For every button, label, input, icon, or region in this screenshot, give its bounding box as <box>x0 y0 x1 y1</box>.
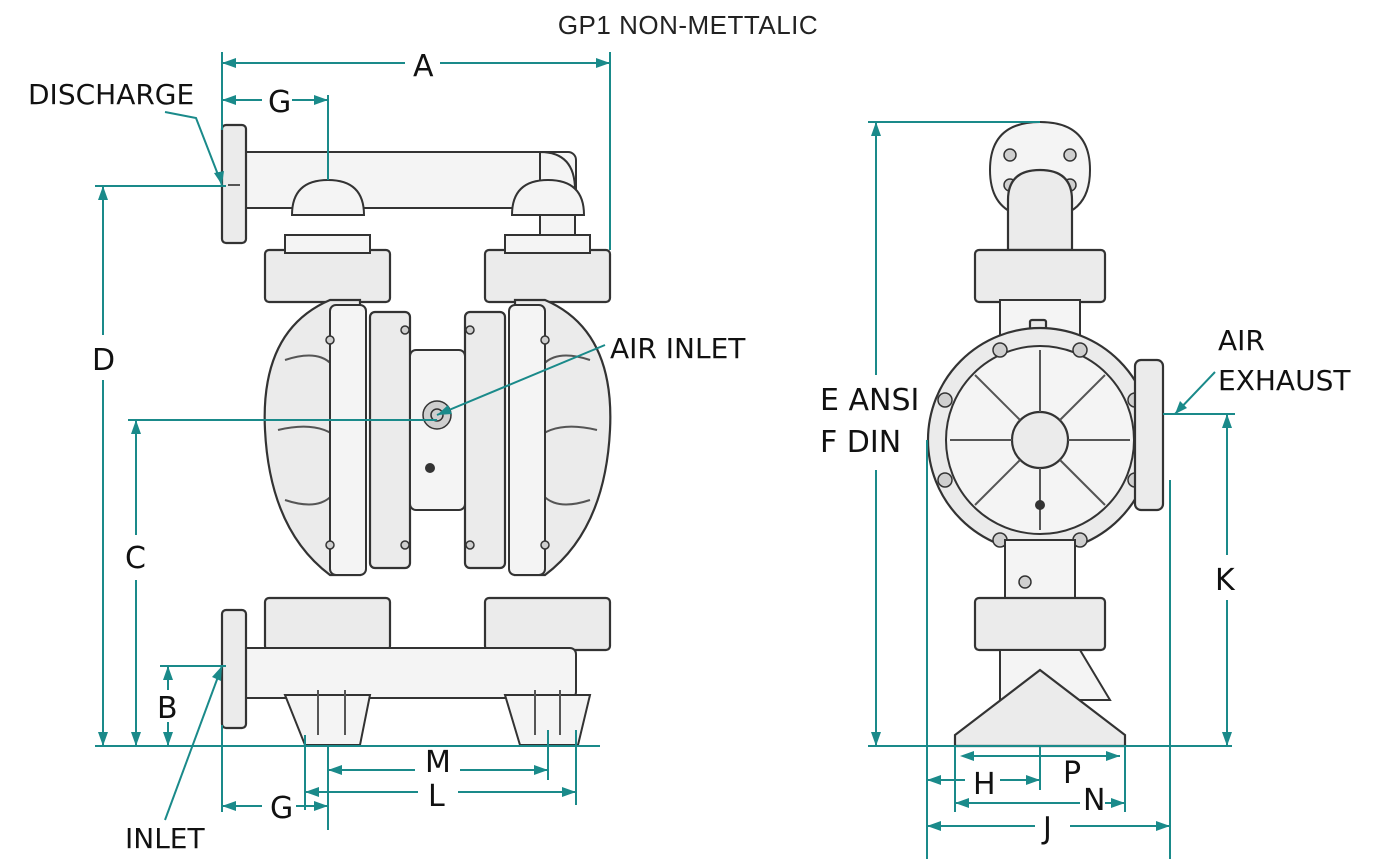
diagram-title: GP1 NON-METTALIC <box>557 10 819 40</box>
front-view-dimensions: A G D C <box>28 49 746 855</box>
side-view-dimensions: E ANSI F DIN K H P <box>820 121 1351 859</box>
side-view-pump <box>926 120 1165 748</box>
dim-h-label: H <box>973 767 996 802</box>
air-exhaust-label-line1: AIR <box>1218 324 1265 357</box>
front-view-pump <box>220 123 612 746</box>
upper-right-block <box>483 248 612 304</box>
dim-a-label: A <box>413 49 434 84</box>
dim-b-label: B <box>157 691 178 726</box>
dim-d-label: D <box>92 343 115 378</box>
dim-p-label: P <box>1063 756 1081 791</box>
air-exhaust-label-line2: EXHAUST <box>1218 364 1351 397</box>
f-din-label: F DIN <box>820 425 901 460</box>
lower-right-block <box>483 596 612 652</box>
side-center-hub <box>1010 410 1070 470</box>
lower-left-block <box>263 596 392 652</box>
e-ansi-label: E ANSI <box>820 383 919 418</box>
left-outer-plate <box>329 304 367 576</box>
dim-k-label: K <box>1215 563 1236 598</box>
top-left-dome <box>290 178 366 216</box>
dim-n-label: N <box>1083 783 1105 818</box>
air-inlet-label: AIR INLET <box>610 332 746 365</box>
discharge-label: DISCHARGE <box>28 78 194 111</box>
inlet-label: INLET <box>125 822 205 855</box>
inlet-manifold <box>235 647 577 699</box>
dim-g-top-label: G <box>268 85 291 120</box>
top-right-dome <box>510 178 586 216</box>
dim-l-label: L <box>428 779 445 814</box>
dim-m-label: M <box>425 745 451 780</box>
dim-g-bottom-label: G <box>270 791 293 826</box>
side-air-exhaust <box>1133 358 1165 512</box>
inlet-flange <box>220 608 248 730</box>
dim-j-label: J <box>1041 811 1052 846</box>
upper-left-block <box>263 248 392 304</box>
side-upper-block <box>973 248 1107 304</box>
center-section <box>409 349 466 511</box>
side-lower-block <box>973 596 1107 652</box>
left-foot <box>283 694 372 746</box>
dim-c-label: C <box>125 541 146 576</box>
left-inner-plate <box>368 310 412 570</box>
right-inner-plate <box>463 310 507 570</box>
right-outer-plate <box>508 304 546 576</box>
